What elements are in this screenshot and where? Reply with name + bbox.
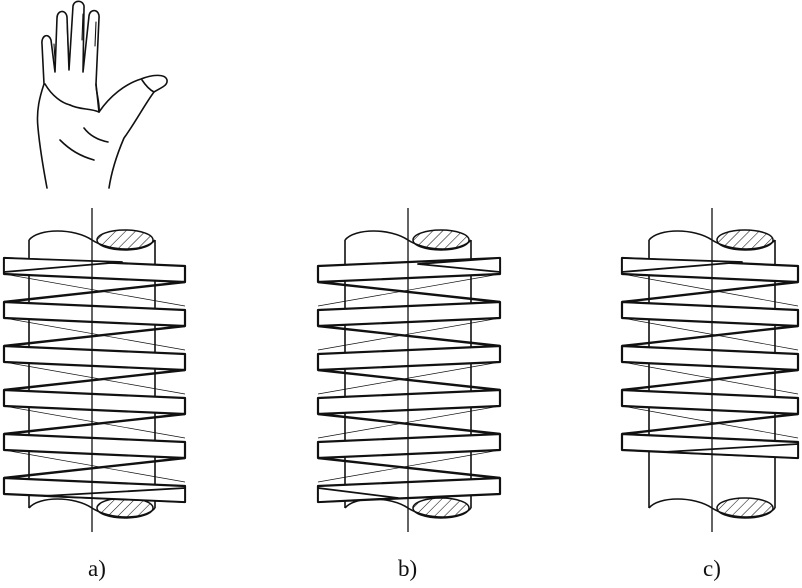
thread-crest xyxy=(2,432,187,460)
thread-flank xyxy=(317,368,501,392)
thread-flank xyxy=(621,412,799,436)
thread-flank xyxy=(317,412,501,436)
hidden-helix-line xyxy=(3,449,186,483)
thread-runout xyxy=(43,487,186,503)
figure-c-label: c) xyxy=(703,556,721,581)
hidden-helix-line xyxy=(621,405,799,439)
thread-flank xyxy=(3,412,186,436)
thread-runout xyxy=(417,257,501,273)
top-section-hatch xyxy=(716,229,774,251)
thread-crest xyxy=(2,344,187,372)
hidden-helix-line xyxy=(317,361,501,395)
thread-flank xyxy=(317,280,501,304)
hidden-helix-line xyxy=(317,405,501,439)
thread-flank xyxy=(3,280,186,304)
thread-flank xyxy=(317,456,501,480)
hidden-helix-line xyxy=(3,317,186,351)
thread-flank xyxy=(621,280,799,304)
thread-crest xyxy=(2,300,187,328)
thread-flank xyxy=(621,324,799,348)
figure-a-right-hand-thread xyxy=(2,208,187,532)
hidden-helix-line xyxy=(621,317,799,351)
thread-runout xyxy=(663,443,799,459)
thread-flank xyxy=(3,456,186,480)
figure-b-label: b) xyxy=(398,556,418,581)
figure-b-left-hand-thread xyxy=(316,208,502,532)
hidden-helix-line xyxy=(3,405,186,439)
top-section-hatch xyxy=(96,229,154,251)
thread-flank xyxy=(621,368,799,392)
hidden-helix-line xyxy=(317,317,501,351)
hidden-helix-line xyxy=(317,273,501,307)
thread-crest xyxy=(2,388,187,416)
bottom-section-hatch xyxy=(412,497,470,519)
hidden-helix-line xyxy=(3,361,186,395)
hidden-helix-line xyxy=(621,361,799,395)
thread-flank xyxy=(317,324,501,348)
thread-flank xyxy=(3,324,186,348)
bottom-section-hatch xyxy=(716,497,774,519)
thread-runout xyxy=(317,487,399,503)
figure-c-double-start-thread xyxy=(620,208,800,532)
thread-flank xyxy=(3,368,186,392)
right-hand-rule-icon xyxy=(36,0,168,189)
hidden-helix-line xyxy=(317,449,501,483)
hidden-helix-line xyxy=(621,273,799,307)
figure-a-label: a) xyxy=(88,556,106,581)
top-section-hatch xyxy=(412,229,470,251)
hidden-helix-line xyxy=(3,273,186,307)
